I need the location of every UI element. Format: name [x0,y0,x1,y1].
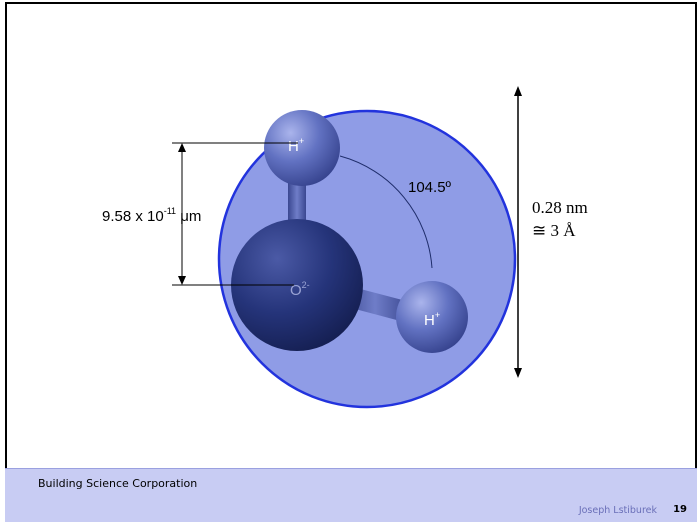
hydrogen-atom-right [396,281,468,353]
hydrogen-top-label: H+ [288,136,304,155]
dimension-arrowhead-bottom [178,276,186,285]
footer-author: Joseph Lstiburek [578,505,657,516]
hydrogen-atom-top [264,110,340,186]
oxygen-label: O2- [290,280,310,299]
footer-page-number: 19 [673,504,687,515]
dimension-arrowhead-top [178,143,186,152]
size-arrowhead-top [514,86,522,96]
hydrogen-right-label: H+ [424,310,440,329]
footer-organization: Building Science Corporation [38,477,198,490]
slide-footer: Building Science Corporation Joseph Lsti… [5,468,697,522]
size-label-nm: 0.28 nm [532,198,588,217]
bond-angle-label: 104.5º [408,179,452,196]
size-arrowhead-bottom [514,368,522,378]
bond-angle-arc [339,155,433,269]
bond-length-label: 9.58 x 10-11 μm [102,206,201,225]
oxygen-atom [231,219,363,351]
size-label-angstrom: ≅ 3 Å [532,221,576,240]
